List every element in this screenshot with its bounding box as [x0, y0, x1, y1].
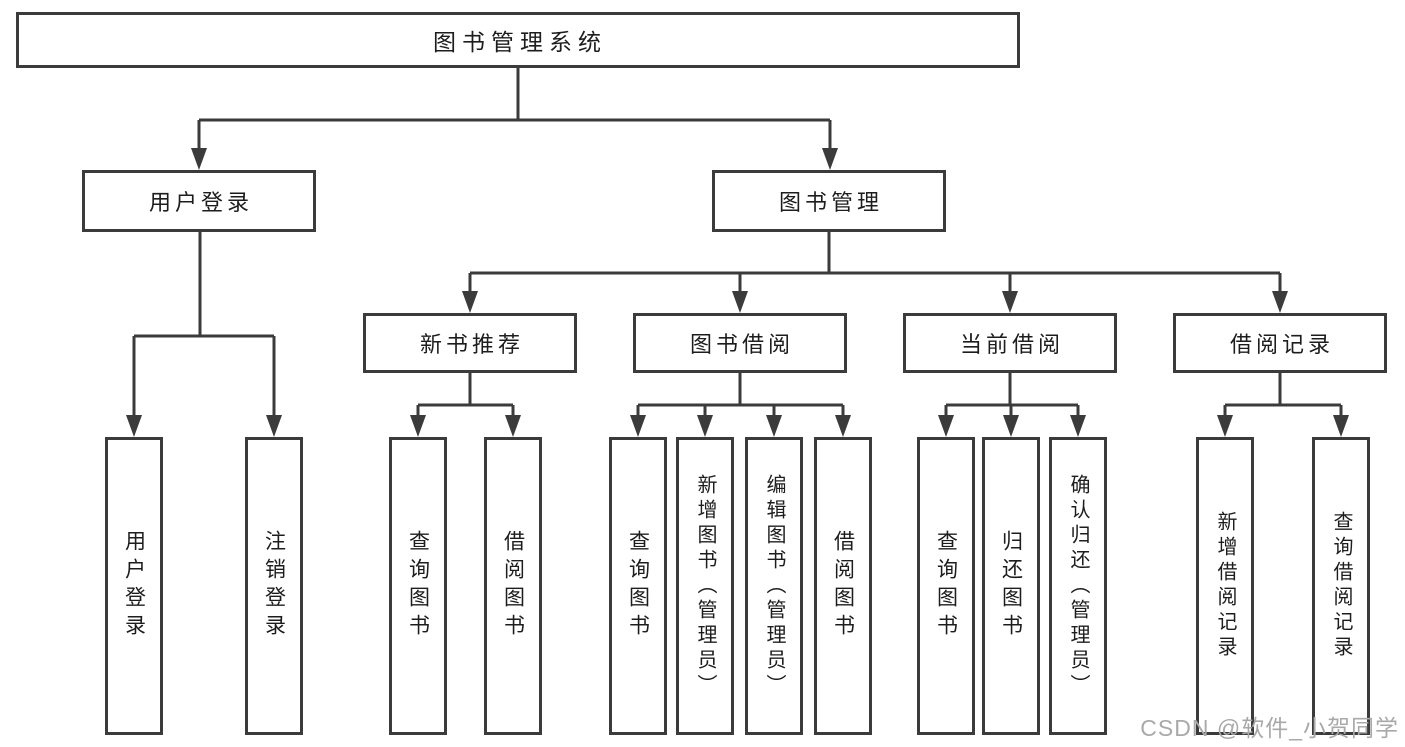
leaf-query-books-borrow: 查询图书	[609, 437, 667, 735]
node-label: 图书管理系统	[433, 29, 607, 55]
node-label: 新书推荐	[419, 332, 524, 357]
node-label: 用户登录	[148, 190, 253, 215]
node-label: 查询图书	[626, 530, 650, 642]
leaf-borrow-books-recommend: 借阅图书	[484, 437, 542, 735]
node-label: 编辑图书（管理员）	[763, 473, 785, 699]
node-label: 确认归还（管理员）	[1067, 473, 1089, 699]
leaf-add-book-admin: 新增图书（管理员）	[676, 437, 734, 735]
node-label: 查询图书	[406, 530, 430, 642]
node-user-login-branch: 用户登录	[82, 170, 316, 232]
node-label: 图书借阅	[689, 332, 794, 357]
node-label: 查询图书	[934, 530, 958, 642]
leaf-query-books-recommend: 查询图书	[389, 437, 447, 735]
leaf-return-books: 归还图书	[982, 437, 1040, 735]
node-new-book-recommend: 新书推荐	[363, 313, 577, 373]
node-label: 借阅图书	[501, 530, 525, 642]
leaf-query-borrow-record: 查询借阅记录	[1312, 437, 1370, 735]
node-label: 查询借阅记录	[1330, 511, 1352, 661]
node-label: 图书管理	[778, 190, 883, 215]
node-label: 当前借阅	[959, 332, 1064, 357]
node-borrowing-records: 借阅记录	[1173, 313, 1387, 373]
node-label: 归还图书	[999, 530, 1023, 642]
leaf-edit-book-admin: 编辑图书（管理员）	[745, 437, 803, 735]
arrowhead-icons	[126, 148, 1349, 437]
node-label: 用户登录	[122, 530, 146, 642]
node-label: 新增图书（管理员）	[694, 473, 716, 699]
node-label: 借阅记录	[1229, 332, 1334, 357]
leaf-borrow-books: 借阅图书	[814, 437, 872, 735]
node-label: 借阅图书	[831, 530, 855, 642]
node-current-borrowing: 当前借阅	[903, 313, 1117, 373]
leaf-user-login: 用户登录	[105, 437, 163, 735]
leaf-add-borrow-record: 新增借阅记录	[1196, 437, 1254, 735]
leaf-logout: 注销登录	[245, 437, 303, 735]
node-label: 新增借阅记录	[1214, 511, 1236, 661]
node-label: 注销登录	[262, 530, 286, 642]
leaf-query-books-current: 查询图书	[917, 437, 975, 735]
leaf-confirm-return-admin: 确认归还（管理员）	[1049, 437, 1107, 735]
node-book-management: 图书管理	[712, 170, 946, 232]
csdn-watermark: CSDN @软件_小贺同学	[1140, 715, 1399, 741]
node-root-system: 图书管理系统	[16, 12, 1020, 68]
node-book-borrowing: 图书借阅	[633, 313, 847, 373]
